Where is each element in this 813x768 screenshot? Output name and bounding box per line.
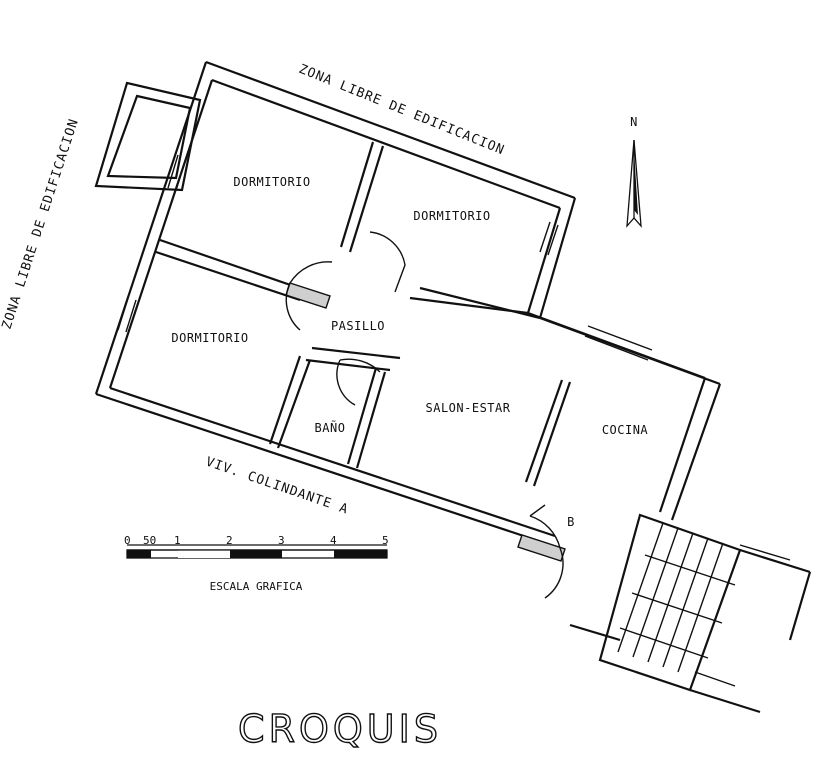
interior-walls xyxy=(155,141,572,562)
label-viv-colindante: VIV. COLINDANTE A xyxy=(204,455,351,518)
door-mark-label: B xyxy=(567,515,575,529)
scale-tick-2: 2 xyxy=(226,534,233,547)
label-salon-estar: SALON-ESTAR xyxy=(426,401,511,415)
north-label: N xyxy=(630,115,638,129)
scale-tick-5: 5 xyxy=(382,534,389,547)
label-dormitorio-2: DORMITORIO xyxy=(413,209,490,223)
label-pasillo: PASILLO xyxy=(331,319,385,333)
scale-tick-3: 3 xyxy=(278,534,285,547)
scale-tick-50: 50 xyxy=(143,534,156,547)
drawing-title: CROQUIS xyxy=(238,707,442,751)
label-dormitorio-3: DORMITORIO xyxy=(171,331,248,345)
staircase xyxy=(569,513,812,714)
outer-walls xyxy=(94,60,722,550)
scale-tick-4: 4 xyxy=(330,534,337,547)
windows xyxy=(117,154,653,361)
scale-caption: ESCALA GRAFICA xyxy=(210,580,303,593)
label-cocina: COCINA xyxy=(602,423,649,437)
annex-room xyxy=(94,81,202,192)
label-dormitorio-1: DORMITORIO xyxy=(233,175,310,189)
label-bano: BAÑO xyxy=(315,420,346,435)
scale-tick-0: 0 xyxy=(124,534,131,547)
north-arrow-icon: N xyxy=(626,115,642,228)
door-swings xyxy=(285,231,564,599)
label-zona-top: ZONA LIBRE DE EDIFICACION xyxy=(297,62,507,159)
graphic-scale: 0 50 1 2 3 4 5 ESCALA GRAFICA xyxy=(124,534,389,593)
scale-tick-1: 1 xyxy=(174,534,181,547)
label-zona-left: ZONA LIBRE DE EDIFICACION xyxy=(0,117,82,332)
